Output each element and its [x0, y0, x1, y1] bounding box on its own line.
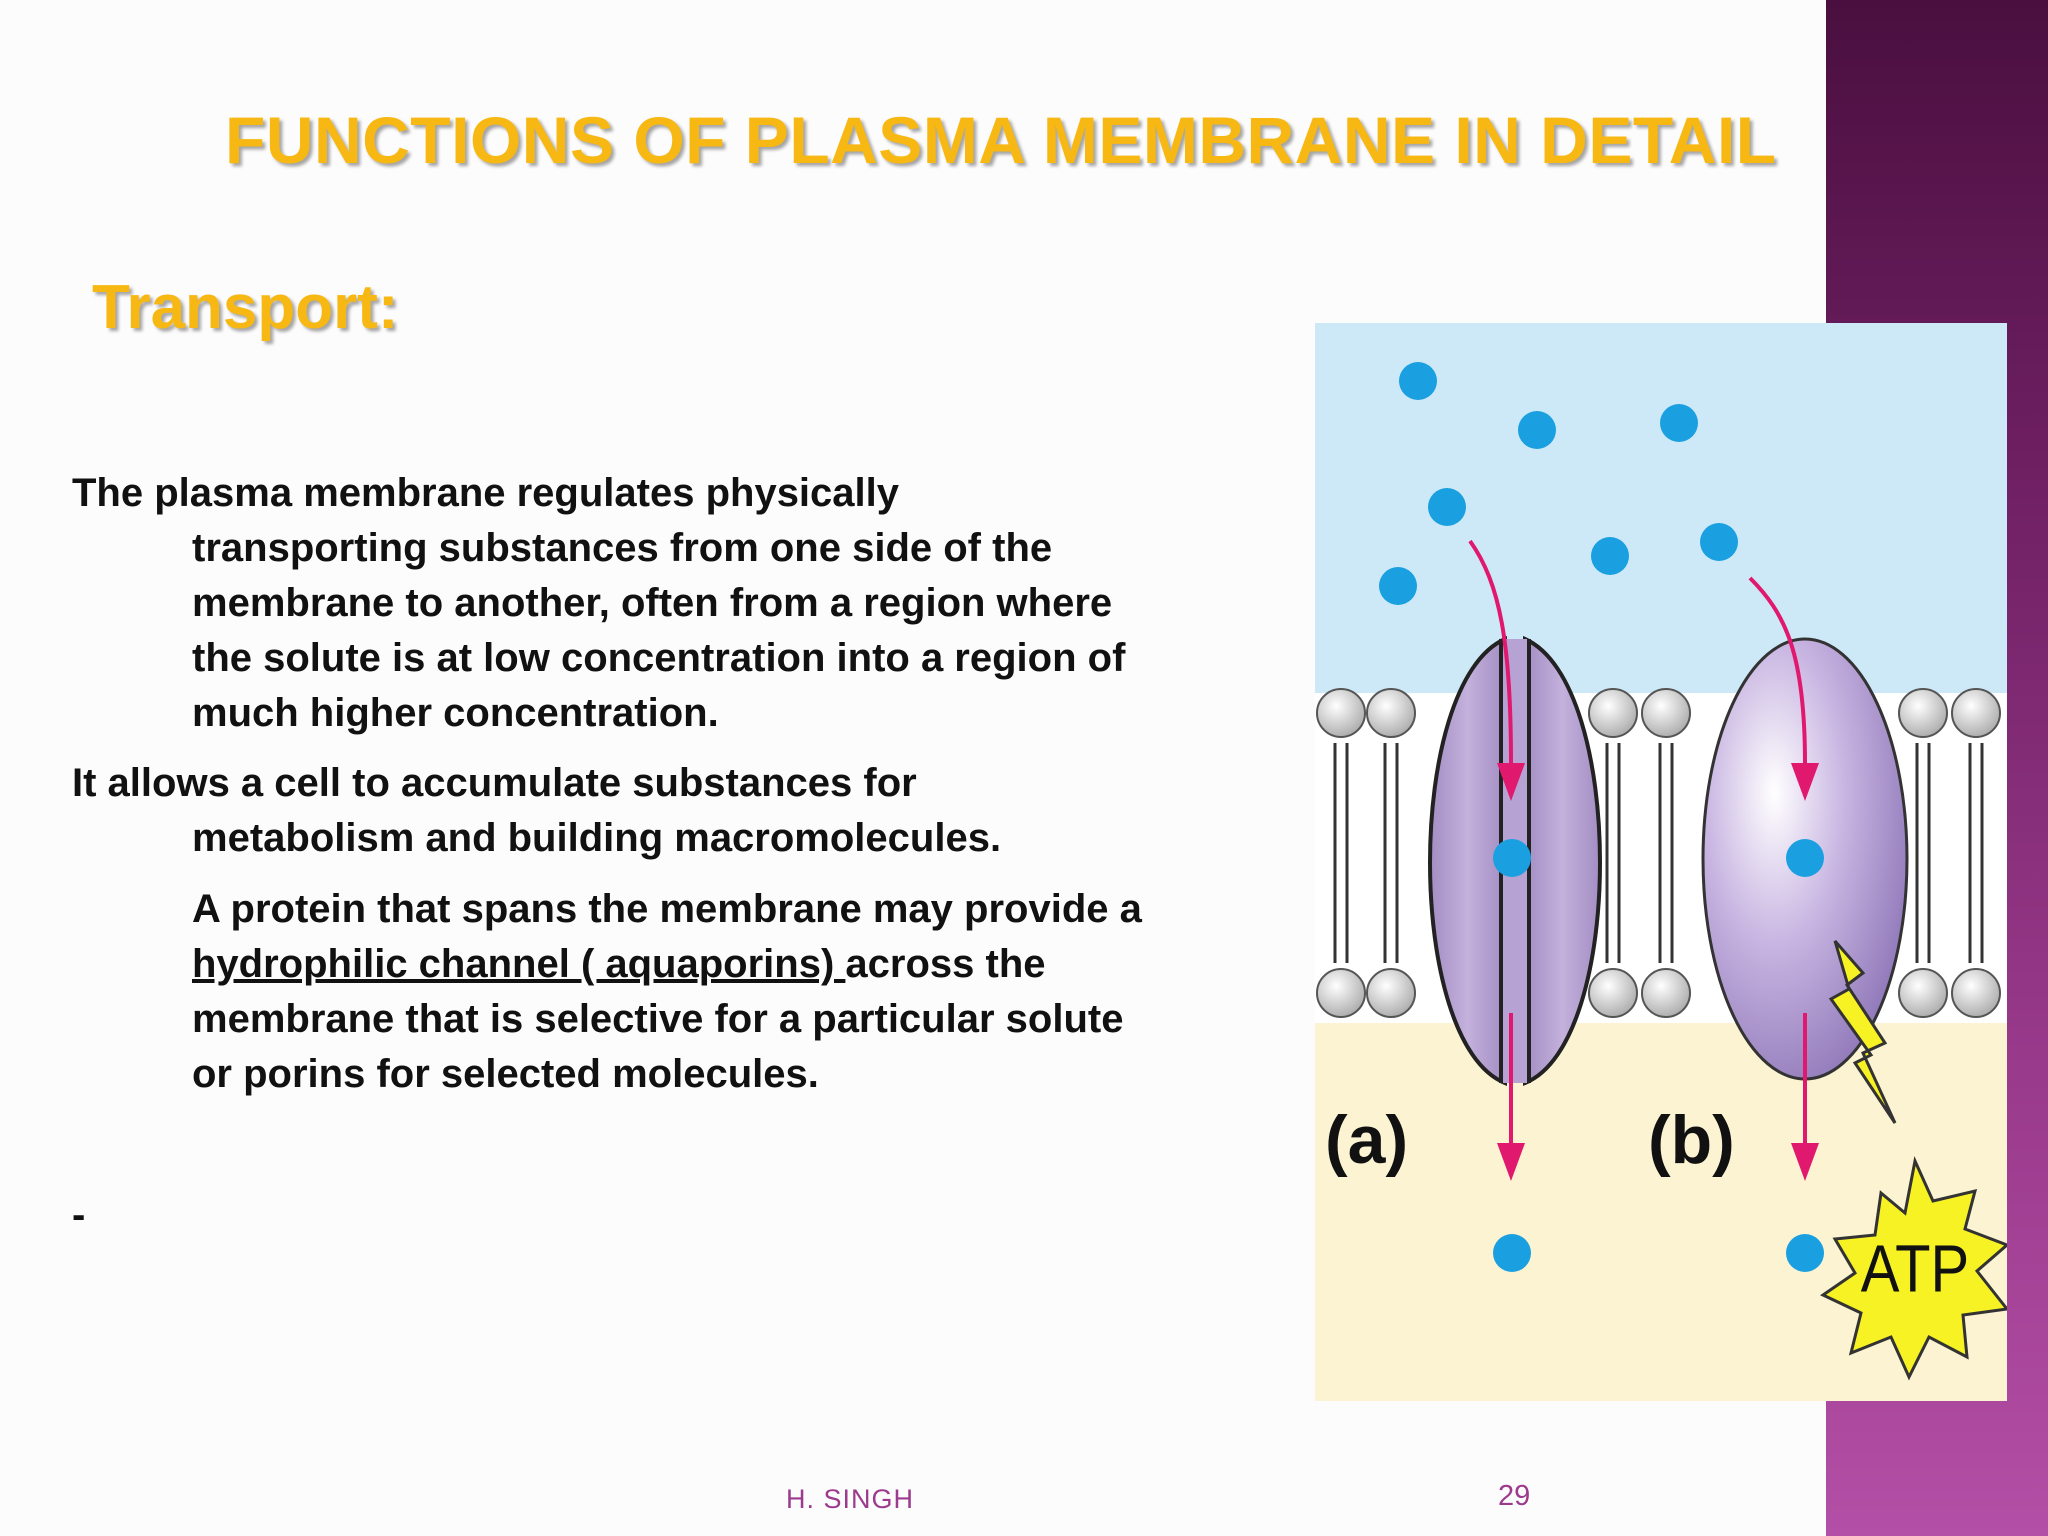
bullet-dash: - — [72, 1193, 86, 1237]
paragraph-line: membrane that is selective for a particu… — [192, 997, 1124, 1041]
atp-starburst-icon — [1820, 1156, 2007, 1381]
membrane-transport-figure: ATP (a) (b) — [1315, 323, 2007, 1401]
paragraph-line: transporting substances from one side of… — [192, 526, 1053, 570]
page-number: 29 — [1498, 1480, 1531, 1512]
paragraph-line: much higher concentration. — [192, 691, 719, 735]
transport-arrows — [1468, 539, 1807, 1143]
paragraph-channel: A protein that spans the membrane may pr… — [72, 882, 1272, 1102]
paragraph-line: A protein that spans the membrane may pr… — [192, 887, 1142, 931]
slide-subtitle: Transport: — [92, 273, 399, 342]
paragraph-regulation: The plasma membrane regulates physically… — [72, 466, 1272, 741]
paragraph-line: The plasma membrane regulates physically — [72, 471, 900, 515]
paragraph-line: metabolism and building macromolecules. — [192, 816, 1002, 860]
underlined-term: hydrophilic channel ( aquaporins) — [192, 942, 846, 986]
paragraph-line: or porins for selected molecules. — [192, 1052, 819, 1096]
energy-bolt-icon — [1828, 940, 1897, 1124]
paragraph-line: membrane to another, often from a region… — [192, 581, 1113, 625]
figure-label-a: (a) — [1325, 1102, 1408, 1178]
lipid-heads — [1316, 688, 2001, 1018]
paragraph-line: hydrophilic channel ( aquaporins) across… — [72, 937, 1272, 992]
paragraph-line: It allows a cell to accumulate substance… — [72, 761, 917, 805]
atp-label: ATP — [1861, 1232, 1970, 1307]
slide-title: FUNCTIONS OF PLASMA MEMBRANE IN DETAIL — [225, 103, 1777, 177]
footer-author: H. SINGH — [786, 1484, 915, 1514]
lipid-tails — [1333, 743, 1984, 963]
paragraph-line: the solute is at low concentration into … — [192, 636, 1126, 680]
paragraph-accumulate: It allows a cell to accumulate substance… — [72, 756, 1272, 866]
figure-label-b: (b) — [1648, 1102, 1735, 1178]
solute-molecules — [1379, 362, 1824, 1272]
arrow-heads — [1497, 763, 1819, 1181]
paragraph-line-rest: across the — [845, 942, 1046, 986]
channel-protein — [1428, 635, 1602, 1086]
